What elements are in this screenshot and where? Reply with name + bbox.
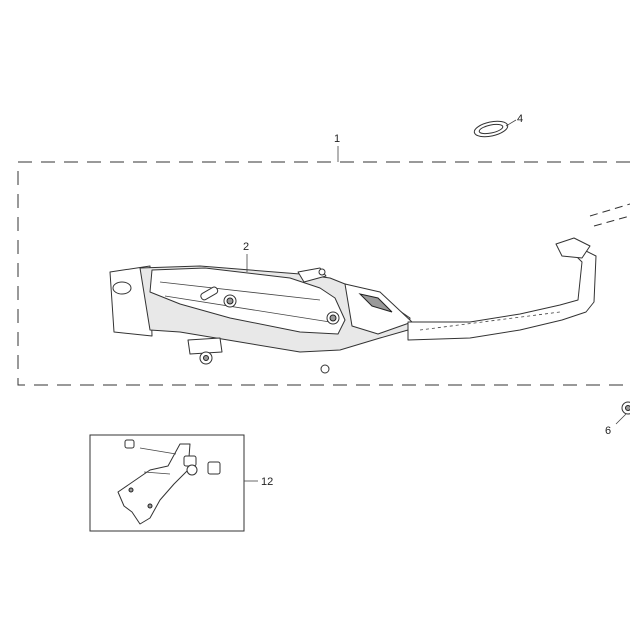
bracket-box [89, 434, 245, 532]
pipe-stub-dashed [589, 203, 630, 227]
gasket-ring [473, 120, 509, 138]
leader-4 [505, 119, 517, 127]
header-pipe [407, 237, 597, 341]
flange-nut [621, 401, 630, 415]
callout-4: 4 [517, 113, 523, 125]
callout-12: 12 [261, 476, 273, 488]
callout-1: 1 [334, 133, 340, 145]
callout-2: 2 [243, 241, 249, 253]
assembly-boundary [17, 161, 630, 386]
muffler [109, 265, 413, 374]
callout-6: 6 [605, 425, 611, 437]
leader-6 [615, 413, 627, 425]
